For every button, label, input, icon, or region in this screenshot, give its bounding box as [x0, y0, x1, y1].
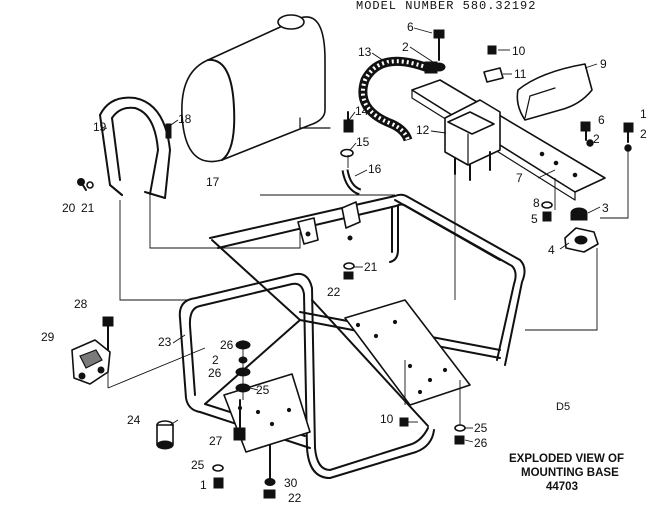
- assembly-lines-left: [119, 194, 395, 301]
- washer-21-left: [86, 181, 94, 189]
- mounting-plate-7: [411, 79, 606, 201]
- callout-10-lower: 10: [380, 412, 394, 426]
- bolt-28: [102, 316, 114, 351]
- stud-27: [233, 399, 246, 441]
- callout-15: 15: [356, 135, 370, 149]
- bolt-6-top: [433, 29, 445, 61]
- callout-8: 8: [533, 196, 540, 210]
- frame-bracket-left: [297, 217, 319, 245]
- callout-17: 17: [206, 175, 220, 189]
- callout-2-right-a: 2: [593, 132, 600, 146]
- callout-20: 20: [62, 201, 76, 215]
- callout-9: 9: [600, 57, 607, 71]
- bolt-1-lower: [213, 477, 224, 489]
- bolt-1-right: [623, 122, 634, 143]
- shroud-9: [516, 63, 593, 121]
- callout-22-mid: 22: [327, 285, 341, 299]
- fuel-hose: [358, 56, 438, 142]
- washer-25-right: [454, 424, 466, 432]
- valve-14: [343, 111, 354, 133]
- screw-20: [77, 178, 87, 191]
- nut-10-lower: [399, 417, 409, 427]
- frame-23: [178, 193, 526, 479]
- assembly-lines-right: [347, 150, 629, 430]
- nut-5: [542, 211, 552, 222]
- callout-22-lower: 22: [288, 491, 302, 505]
- bracket-29: [71, 339, 206, 389]
- callout-21-left: 21: [81, 201, 95, 215]
- callout-28: 28: [74, 297, 88, 311]
- callout-2-stack: 2: [212, 353, 219, 367]
- callout-25-stack: 25: [256, 383, 270, 397]
- callout-2-right-b: 2: [640, 127, 647, 141]
- stud-30: [264, 444, 276, 486]
- nut-22-lower: [263, 489, 276, 499]
- callout-13: 13: [358, 45, 372, 59]
- bolt-6-right: [580, 121, 591, 141]
- base-plate-rear: [344, 299, 471, 406]
- fuel-tank: [181, 14, 331, 163]
- callout-29: 29: [41, 330, 55, 344]
- callout-19: 19: [93, 120, 107, 134]
- washer-8: [541, 201, 553, 209]
- tank-strap: [99, 96, 172, 199]
- callout-6-right: 6: [598, 113, 605, 127]
- frame-bracket-right: [341, 201, 361, 241]
- callout-6-top: 6: [407, 20, 414, 34]
- callout-4: 4: [548, 243, 555, 257]
- callout-2-top: 2: [402, 40, 409, 54]
- callout-23: 23: [158, 335, 172, 349]
- bracket-11: [483, 67, 504, 83]
- callout-21-mid: 21: [364, 260, 378, 274]
- hose-16: [341, 169, 362, 196]
- clamp-15: [340, 148, 354, 158]
- washer-2-right-a: [586, 139, 594, 147]
- bushing-3: [570, 207, 588, 221]
- leader-lines: [99, 27, 601, 443]
- callout-10-top: 10: [512, 44, 526, 58]
- callout-7: 7: [516, 171, 523, 185]
- page-code: D5: [556, 401, 570, 413]
- caption-line-2: MOUNTING BASE: [521, 467, 619, 479]
- nut-10-top: [487, 45, 497, 55]
- callout-18: 18: [178, 112, 192, 126]
- washer-21-mid: [343, 262, 355, 270]
- nut-22-mid: [343, 271, 354, 280]
- callout-1-right: 1: [640, 107, 647, 121]
- callout-30: 30: [284, 476, 298, 490]
- diagram-caption: EXPLODED VIEW OF MOUNTING BASE 44703: [509, 453, 624, 493]
- engine-block-12: [444, 99, 501, 181]
- callout-24: 24: [127, 413, 141, 427]
- callout-labels: 6 2 13 10 11 9 12 18 19 14 15 16 17 20 2…: [41, 20, 647, 505]
- nut-26-right: [454, 435, 465, 445]
- callout-12: 12: [416, 123, 430, 137]
- caption-line-3: 44703: [546, 481, 578, 493]
- callout-1-lower: 1: [200, 478, 207, 492]
- callout-14: 14: [355, 104, 369, 118]
- callout-25-lower: 25: [191, 458, 205, 472]
- callout-25-right: 25: [474, 421, 488, 435]
- callout-11: 11: [514, 67, 527, 81]
- isolator-24: [156, 420, 174, 450]
- callout-16: 16: [368, 162, 382, 176]
- washer-2-top: [432, 62, 446, 72]
- mount-4: [564, 227, 599, 253]
- callout-26-a: 26: [220, 338, 234, 352]
- caption-line-1: EXPLODED VIEW OF: [509, 453, 624, 465]
- callout-5: 5: [531, 212, 538, 226]
- callout-26-right: 26: [474, 436, 488, 450]
- callout-26-b: 26: [208, 366, 222, 380]
- callout-3: 3: [602, 201, 609, 215]
- callout-27: 27: [209, 434, 223, 448]
- washer-25-lower: [212, 464, 224, 472]
- model-number-header: MODEL NUMBER 580.32192: [356, 0, 536, 13]
